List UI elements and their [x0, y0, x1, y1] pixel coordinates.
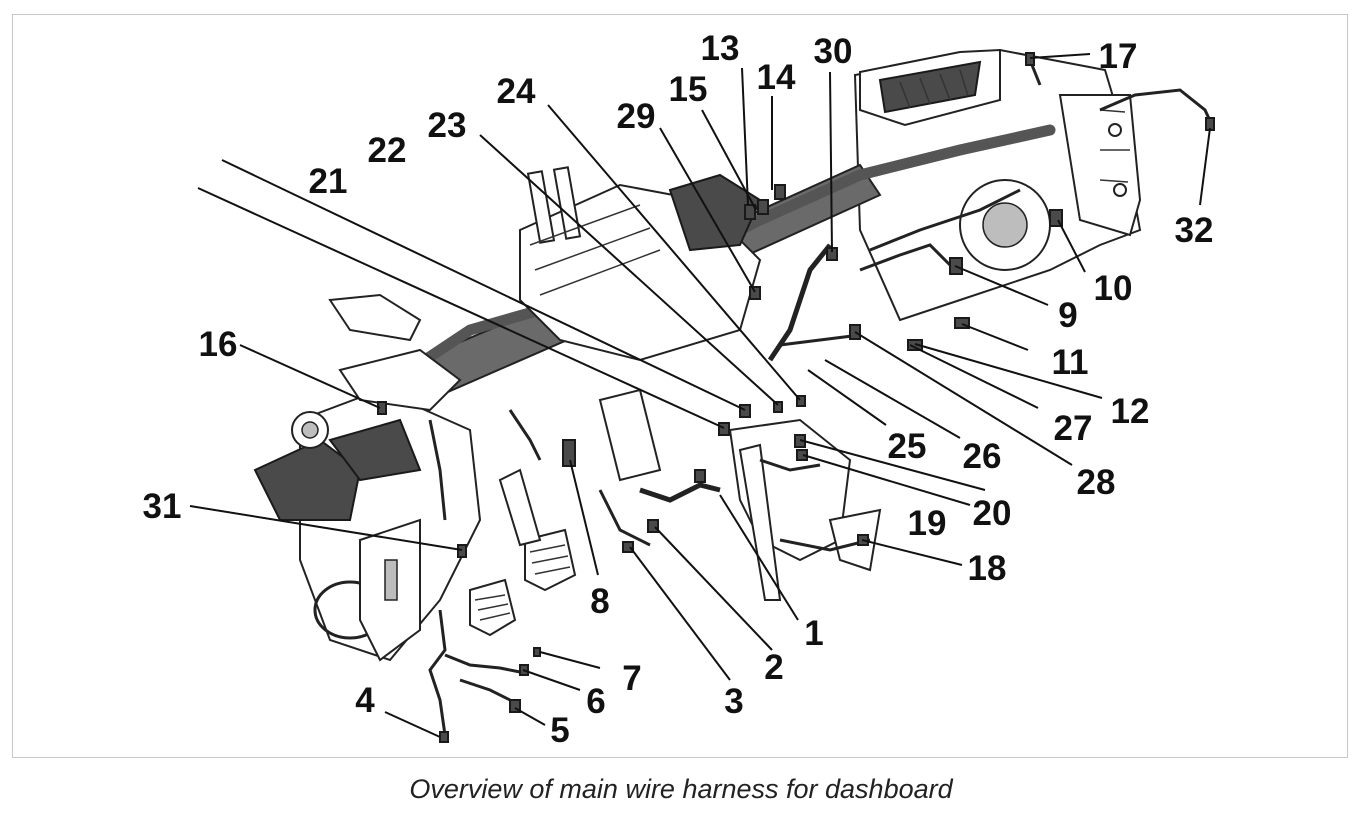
- callout-23: 23: [428, 106, 467, 145]
- callout-28: 28: [1077, 463, 1116, 502]
- callout-5: 5: [550, 711, 569, 750]
- callout-21: 21: [309, 162, 348, 201]
- callout-7: 7: [622, 659, 641, 698]
- callout-3: 3: [724, 682, 743, 721]
- figure-caption: Overview of main wire harness for dashbo…: [409, 774, 953, 804]
- callout-25: 25: [888, 427, 927, 466]
- callout-1: 1: [804, 614, 823, 653]
- callout-4: 4: [355, 681, 375, 720]
- callout-16: 16: [199, 325, 238, 364]
- callout-22: 22: [368, 131, 407, 170]
- callout-2: 2: [764, 648, 783, 687]
- callout-10: 10: [1094, 269, 1133, 308]
- callout-15: 15: [669, 70, 708, 109]
- harness-branch-upper: [767, 243, 832, 362]
- leader-lines: [189, 53, 1211, 738]
- callout-11: 11: [1052, 343, 1089, 382]
- callout-9: 9: [1058, 296, 1077, 335]
- callout-24: 24: [497, 72, 536, 111]
- callout-14: 14: [757, 58, 796, 97]
- callout-20: 20: [973, 494, 1012, 533]
- callout-17: 17: [1099, 37, 1138, 76]
- callout-8: 8: [590, 582, 609, 621]
- callout-32: 32: [1175, 211, 1214, 250]
- callout-29: 29: [617, 97, 656, 136]
- callout-19: 19: [908, 504, 947, 543]
- callout-26: 26: [963, 437, 1002, 476]
- callout-13: 13: [701, 29, 740, 68]
- harness-branch-lower: [428, 609, 447, 736]
- callout-27: 27: [1054, 409, 1093, 448]
- callout-18: 18: [968, 549, 1007, 588]
- callout-labels: 1 2 3 4 5 6 7 8 9 10 11 12 13 14 15 16 1…: [143, 29, 1214, 750]
- callout-30: 30: [814, 32, 853, 71]
- callout-31: 31: [143, 487, 182, 526]
- callout-6: 6: [586, 682, 605, 721]
- callout-12: 12: [1111, 392, 1150, 431]
